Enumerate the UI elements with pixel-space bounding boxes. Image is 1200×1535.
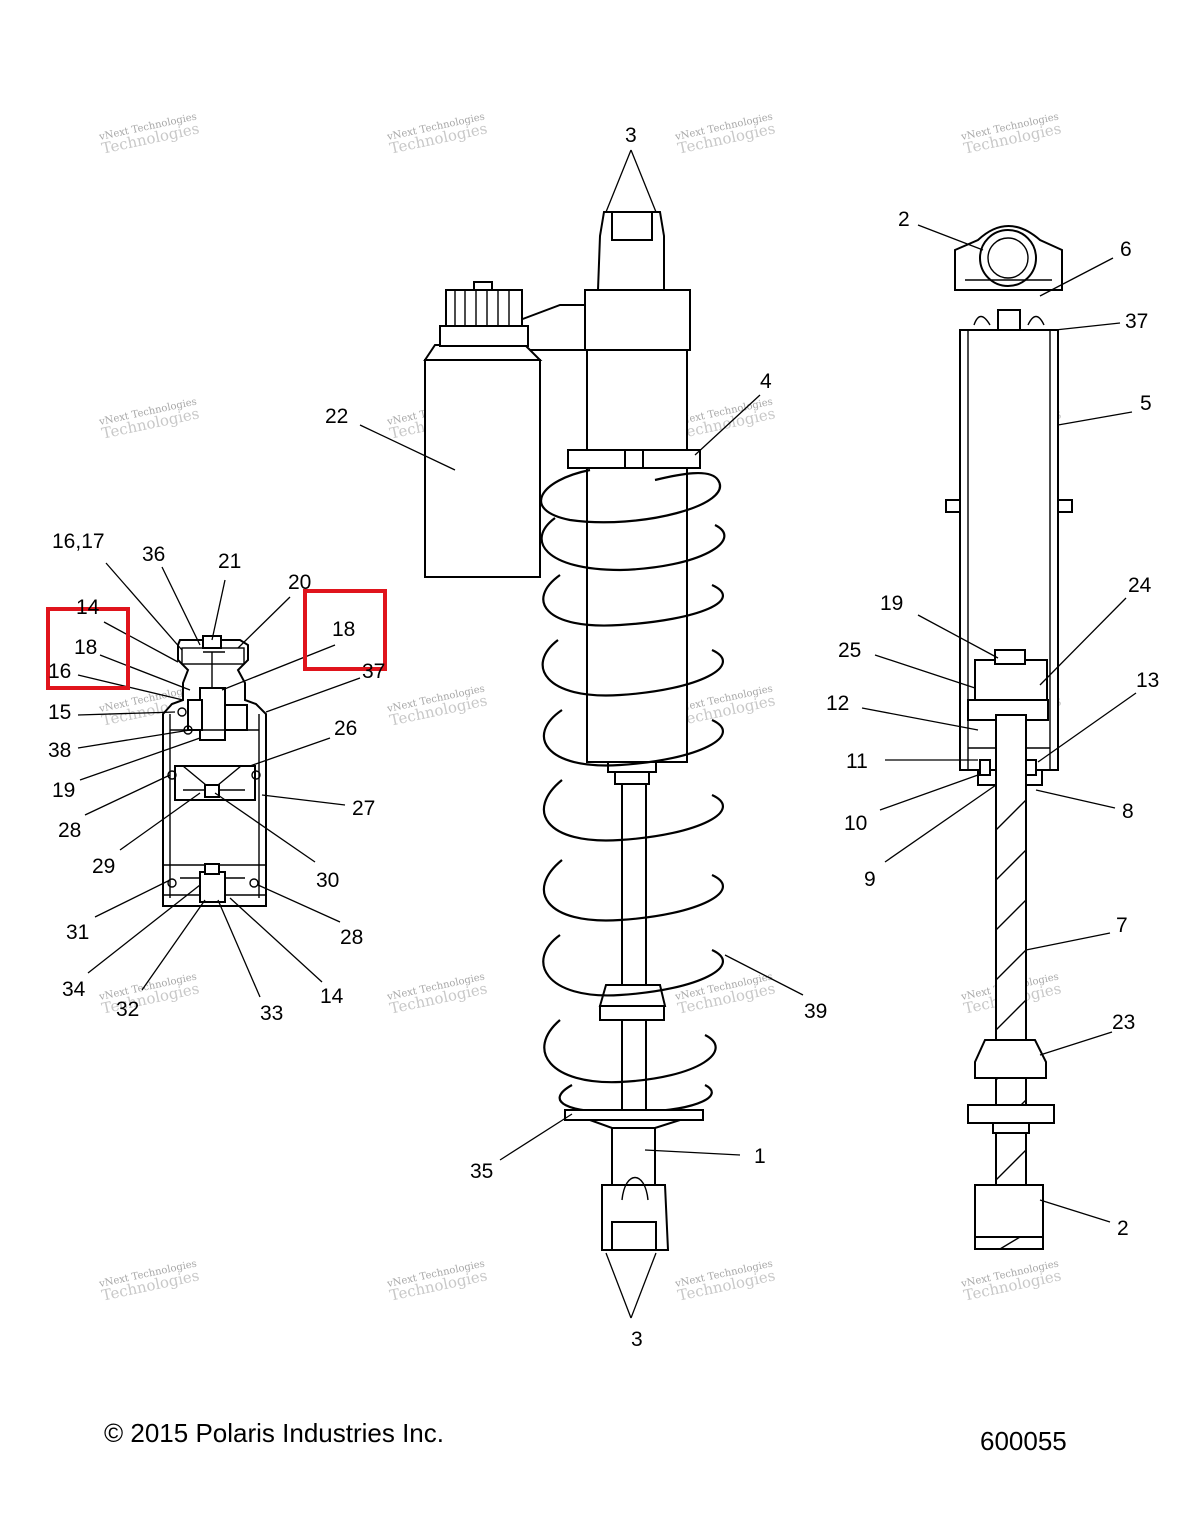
- shock-body-cutaway: [945, 225, 1073, 1250]
- callout-label: 28: [340, 926, 363, 949]
- callout-label: 18: [74, 636, 97, 659]
- callout-label: 31: [66, 921, 89, 944]
- callout-label: 18: [332, 618, 355, 641]
- callout-label: 2: [1117, 1217, 1129, 1240]
- callout-label: 19: [52, 779, 75, 802]
- callout-label: 16: [48, 660, 71, 683]
- copyright-text: © 2015 Polaris Industries Inc.: [104, 1418, 444, 1448]
- callout-label: 19: [880, 592, 903, 615]
- callout-label: 14: [320, 985, 344, 1008]
- callout-labels: 3 3 2 2 6 37 37 4 5 22 16,17 36 21 20 14…: [48, 124, 1159, 1351]
- callout-label: 30: [316, 869, 339, 892]
- callout-label: 15: [48, 701, 71, 724]
- callout-label: 37: [1125, 310, 1148, 333]
- callout-label: 33: [260, 1002, 283, 1025]
- callout-label: 39: [804, 1000, 827, 1023]
- callout-label: 16,17: [52, 530, 105, 553]
- callout-label: 26: [334, 717, 357, 740]
- highlight-box-left: [46, 607, 130, 690]
- callout-label: 9: [864, 868, 876, 891]
- callout-label: 1: [754, 1145, 766, 1168]
- diagram-number: 600055: [980, 1426, 1067, 1456]
- callout-label: 34: [62, 978, 86, 1001]
- callout-label: 29: [92, 855, 115, 878]
- callout-label: 23: [1112, 1011, 1135, 1034]
- coilover-assembly: [423, 211, 726, 1251]
- callout-label: 36: [142, 543, 165, 566]
- callout-label: 12: [826, 692, 849, 715]
- callout-label: 7: [1116, 914, 1128, 937]
- callout-label: 10: [844, 812, 867, 835]
- callout-label: 8: [1122, 800, 1134, 823]
- callout-label: 37: [362, 660, 385, 683]
- callout-label: 22: [325, 405, 348, 428]
- callout-label: 2: [898, 208, 910, 231]
- leader-lines: [77, 149, 1137, 1319]
- callout-label: 21: [218, 550, 241, 573]
- callout-label: 6: [1120, 238, 1132, 261]
- callout-label: 20: [288, 571, 311, 594]
- callout-label: 28: [58, 819, 81, 842]
- callout-label: 25: [838, 639, 861, 662]
- callout-label: 14: [76, 596, 100, 619]
- callout-label: 38: [48, 739, 71, 762]
- callout-label: 3: [625, 124, 637, 147]
- highlight-box-right: [303, 589, 387, 671]
- callout-label: 11: [846, 750, 868, 773]
- callout-label: 27: [352, 797, 375, 820]
- callout-label: 24: [1128, 574, 1152, 597]
- callout-label: 3: [631, 1328, 643, 1351]
- callout-label: 13: [1136, 669, 1159, 692]
- callout-label: 35: [470, 1160, 493, 1183]
- reservoir-cutaway: [162, 635, 267, 907]
- callout-label: 5: [1140, 392, 1152, 415]
- callout-label: 32: [116, 998, 139, 1021]
- callout-label: 4: [760, 370, 772, 393]
